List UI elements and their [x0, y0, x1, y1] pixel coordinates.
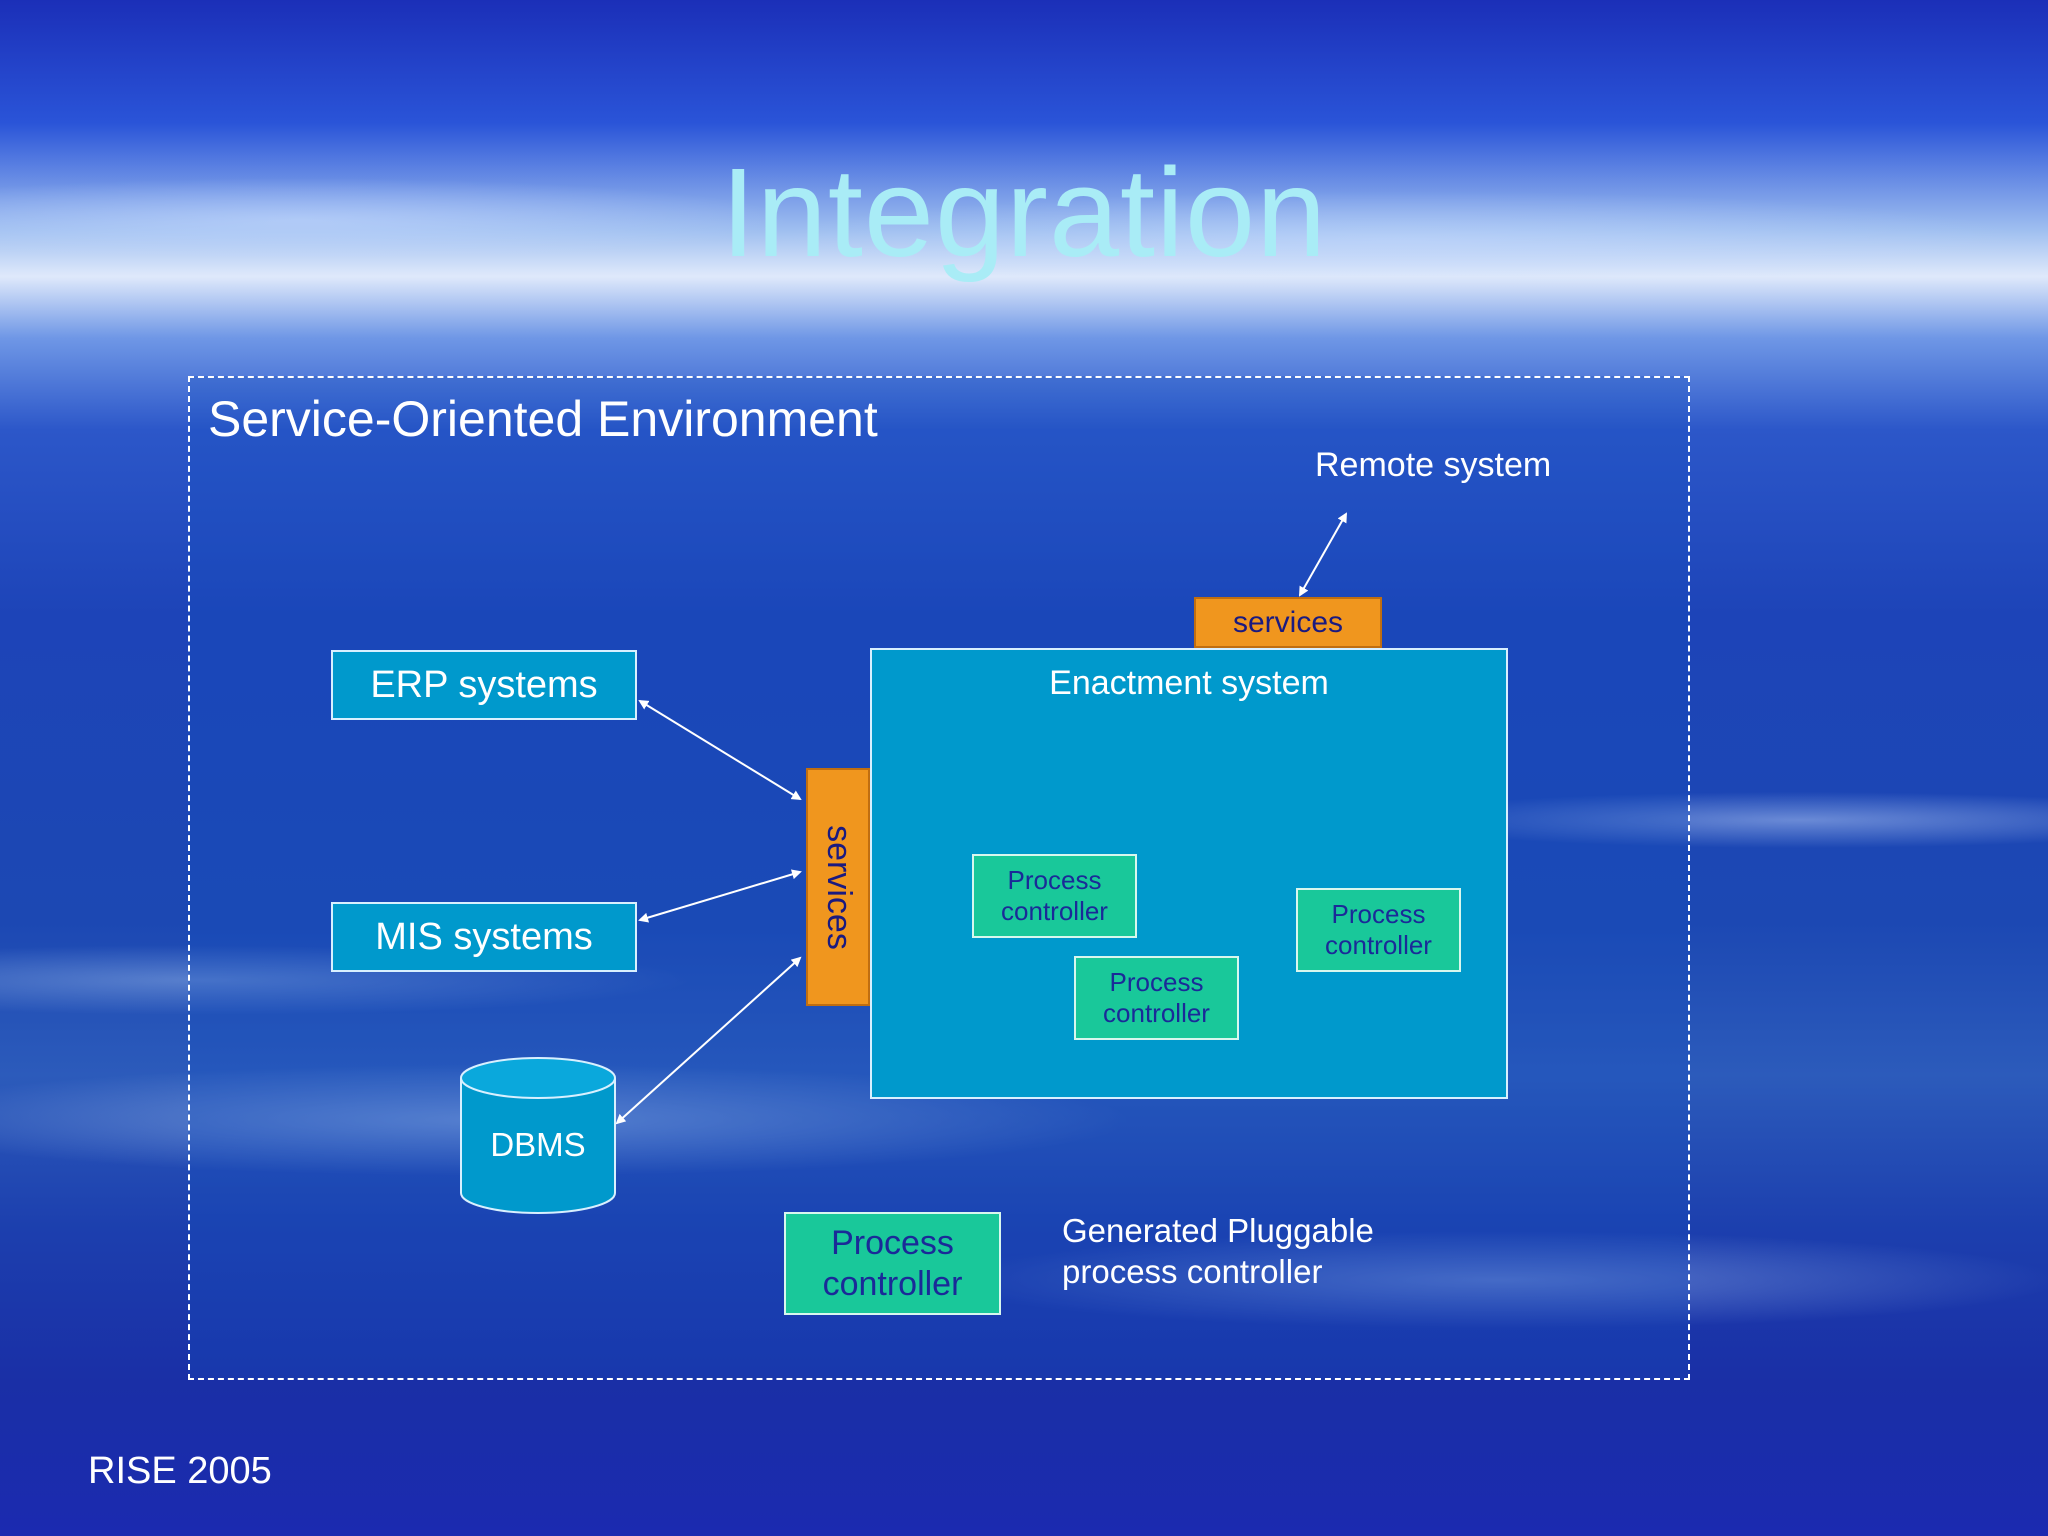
environment-label: Service-Oriented Environment — [208, 391, 878, 447]
services-side-box: services — [806, 768, 870, 1006]
dbms-cylinder — [460, 1057, 616, 1214]
legend-process-controller-label: Process controller — [822, 1223, 963, 1303]
arrow-services-remote — [1299, 512, 1347, 597]
arrow-mis-services — [638, 869, 802, 923]
arrow-dbms-services — [615, 956, 802, 1125]
mis-systems-label: MIS systems — [375, 915, 593, 958]
process-controller-label-2: Process controller — [1103, 966, 1210, 1028]
remote-system-label: Remote system — [1315, 446, 1552, 484]
services-top-label: services — [1232, 605, 1344, 639]
arrow-erp-services — [638, 699, 802, 801]
footer-label: RISE 2005 — [88, 1450, 272, 1492]
services-top-box: services — [1194, 597, 1382, 648]
process-controller-label-1: Process controller — [1001, 864, 1108, 926]
legend-caption-line-1: Generated Pluggable — [1062, 1212, 1374, 1249]
enactment-system-label: Enactment system — [1049, 664, 1329, 702]
legend-caption-line-2: process controller — [1062, 1253, 1323, 1290]
process-controller-box-1: Process controller — [972, 854, 1137, 938]
mis-systems-box: MIS systems — [331, 902, 637, 972]
legend-caption: Generated Pluggable process controller — [1062, 1210, 1374, 1292]
erp-systems-label: ERP systems — [370, 663, 598, 706]
dbms-label: DBMS — [490, 1126, 586, 1163]
process-controller-label-3: Process controller — [1325, 898, 1432, 960]
process-controller-box-2: Process controller — [1074, 956, 1239, 1040]
erp-systems-box: ERP systems — [331, 650, 637, 720]
process-controller-box-3: Process controller — [1296, 888, 1461, 972]
slide-title: Integration — [720, 142, 1328, 283]
legend-process-controller-box: Process controller — [784, 1212, 1001, 1315]
